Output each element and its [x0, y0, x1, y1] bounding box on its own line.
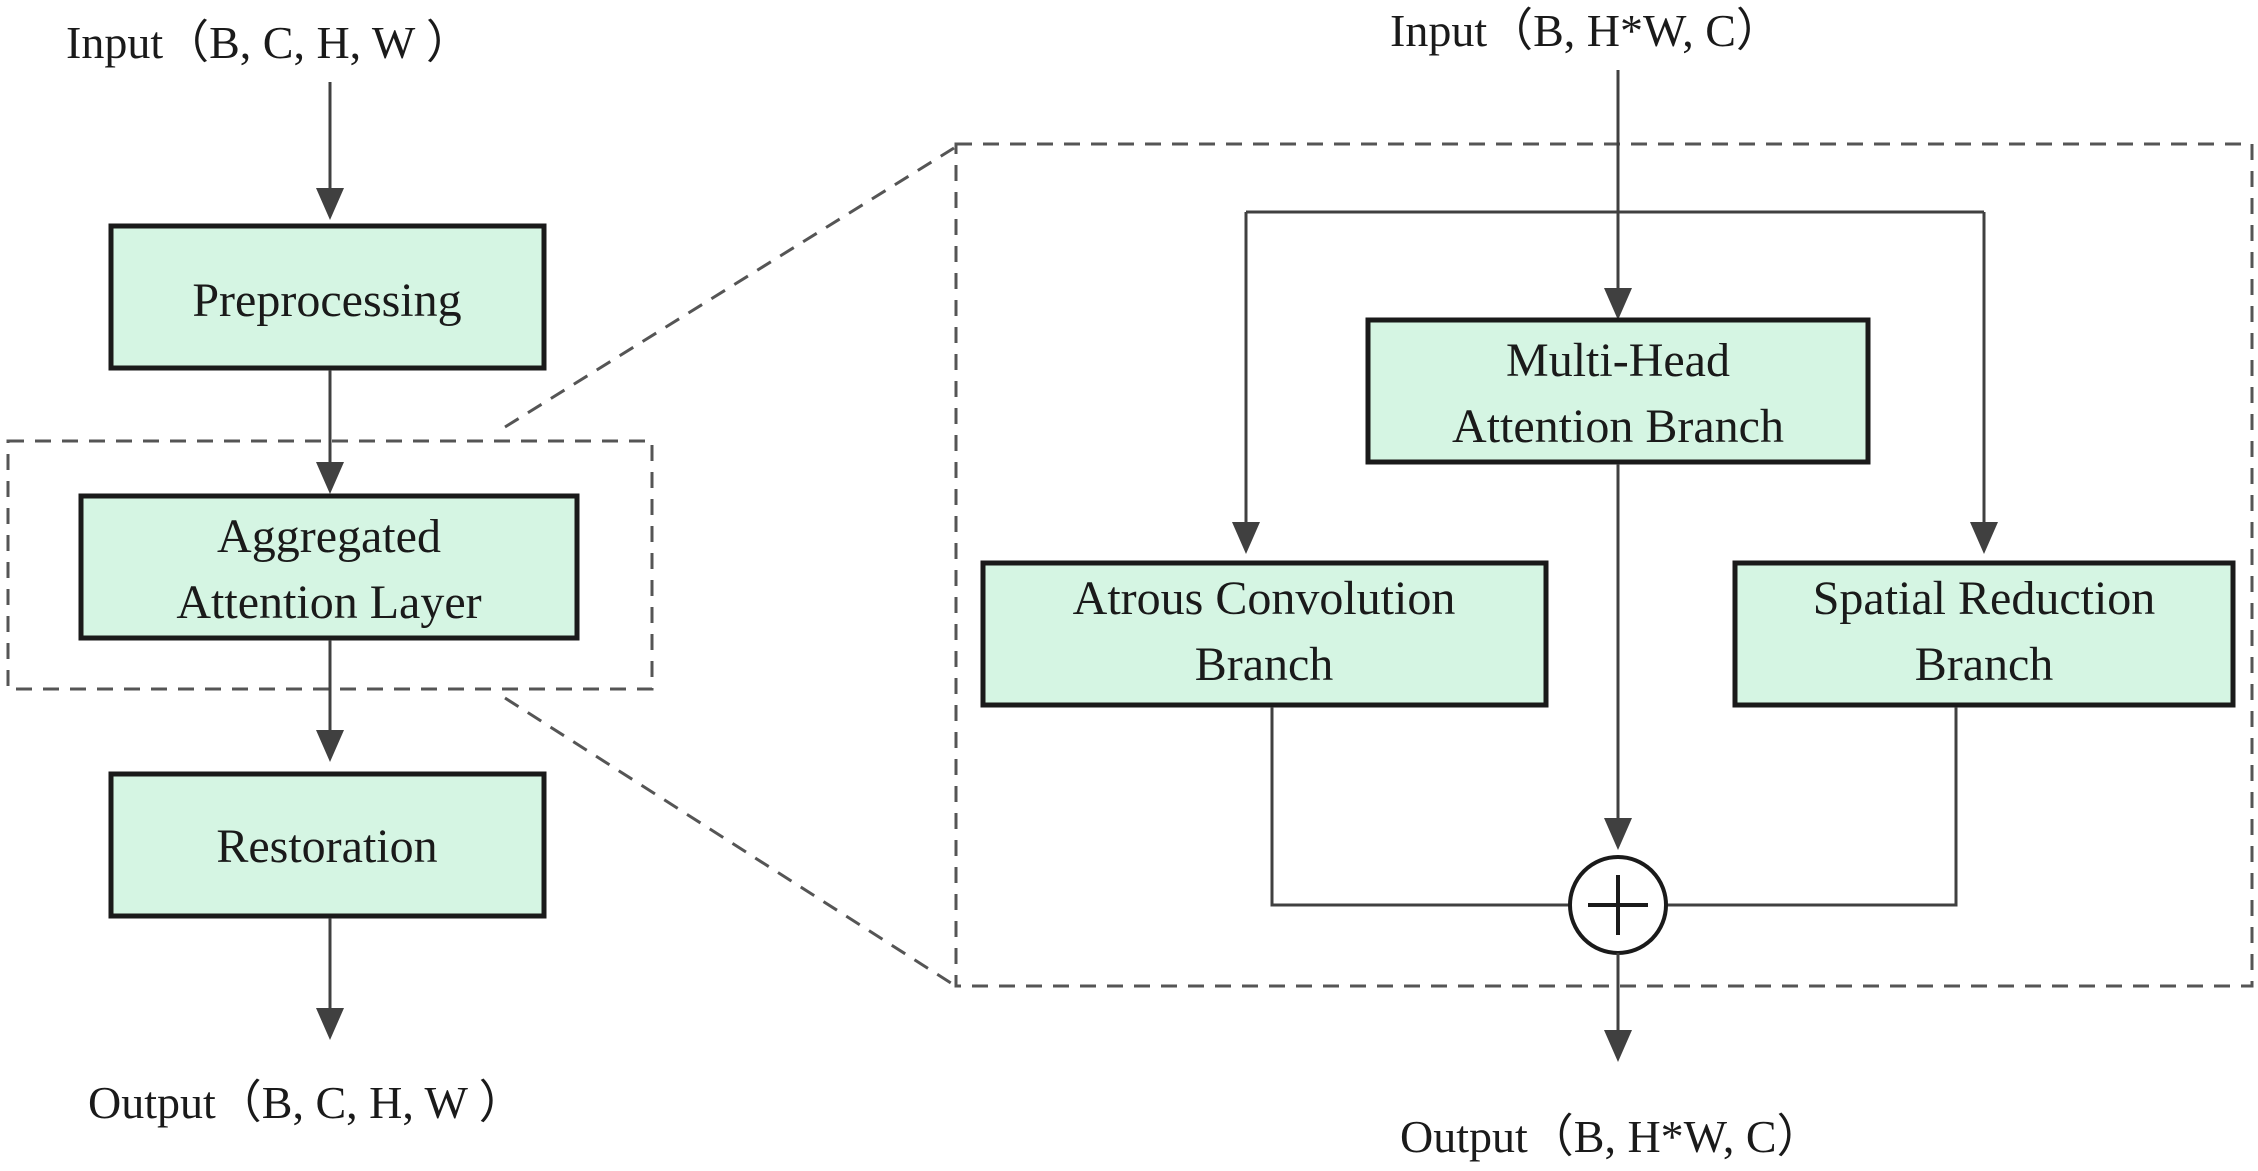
zoom-connector-bottom [504, 696, 955, 987]
restoration-box: Restoration [108, 771, 547, 919]
atrous-to-sum-line [1270, 707, 1570, 907]
spatial-reduction-branch-box: Spatial Reduction Branch [1732, 560, 2236, 708]
aggregated-label-line2: Attention Layer [176, 576, 481, 629]
left-input-label: Input（B, C, H, W ） [66, 17, 472, 68]
left-arrowhead-4 [316, 1008, 344, 1040]
mha-label-line1: Multi-Head [1506, 334, 1730, 387]
right-arrowhead-sum [1604, 818, 1632, 850]
restoration-label: Restoration [216, 820, 437, 873]
right-arrowhead-atrous [1232, 522, 1260, 554]
aggregated-highlight-dashed-box [6, 439, 654, 691]
right-arrowhead-spatial [1970, 522, 1998, 554]
spatial-label-line1: Spatial Reduction [1813, 572, 2156, 625]
sum-node [1568, 855, 1668, 955]
aggregated-attention-layer-box: Aggregated Attention Layer [78, 493, 580, 641]
right-input-label: Input（B, H*W, C） [1390, 5, 1782, 56]
left-flow: Input（B, C, H, W ） Preprocessing Aggrega… [6, 17, 654, 1128]
mha-label-line2: Attention Branch [1452, 400, 1784, 453]
preprocessing-box: Preprocessing [108, 223, 547, 371]
right-detail: Input（B, H*W, C） Multi-Head Attention Br… [954, 5, 2254, 1162]
atrous-label-line2: Branch [1195, 638, 1334, 691]
left-arrowhead-2 [316, 462, 344, 494]
right-output-label: Output（B, H*W, C） [1400, 1111, 1823, 1162]
multi-head-attention-branch-box: Multi-Head Attention Branch [1365, 317, 1871, 465]
detail-dashed-container [954, 142, 2254, 988]
right-arrowhead-output [1604, 1030, 1632, 1062]
zoom-connectors [504, 146, 955, 987]
preprocessing-label: Preprocessing [192, 274, 461, 327]
spatial-label-line2: Branch [1915, 638, 2054, 691]
spatial-to-sum-line [1666, 707, 1958, 907]
atrous-label-line1: Atrous Convolution [1073, 572, 1456, 625]
left-arrowhead-1 [316, 188, 344, 220]
left-arrowhead-3 [316, 730, 344, 762]
zoom-connector-top [504, 146, 955, 429]
left-output-label: Output（B, C, H, W ） [88, 1077, 525, 1128]
right-arrowhead-mha [1604, 288, 1632, 320]
atrous-convolution-branch-box: Atrous Convolution Branch [980, 560, 1549, 708]
aggregated-label-line1: Aggregated [217, 510, 441, 563]
